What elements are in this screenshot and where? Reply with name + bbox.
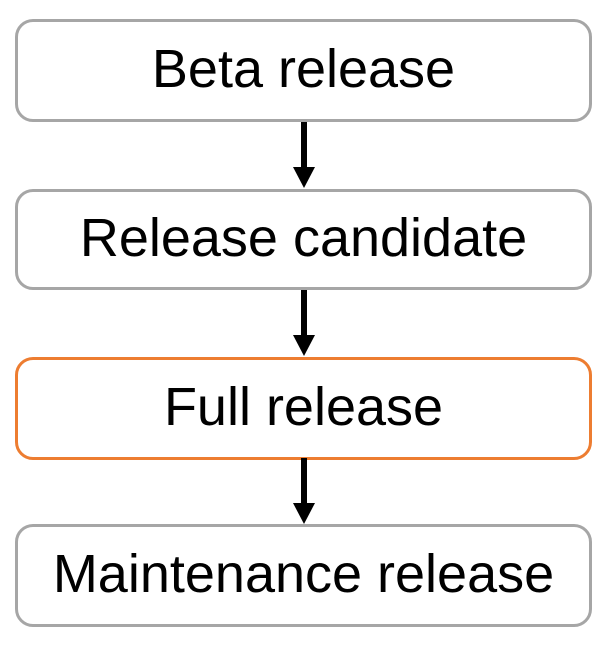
flow-node-label: Maintenance release — [52, 543, 555, 604]
down-arrow-icon — [293, 290, 315, 356]
flow-node-release-candidate: Release candidate — [15, 189, 592, 290]
flow-node-full-release: Full release — [15, 357, 592, 460]
flow-node-label: Release candidate — [79, 207, 528, 268]
flow-node-label: Full release — [163, 376, 444, 437]
flow-node-maintenance-release: Maintenance release — [15, 524, 592, 627]
flow-node-label: Beta release — [151, 38, 456, 99]
down-arrow-icon — [293, 122, 315, 188]
down-arrow-icon — [293, 458, 315, 524]
flow-node-beta-release: Beta release — [15, 19, 592, 122]
